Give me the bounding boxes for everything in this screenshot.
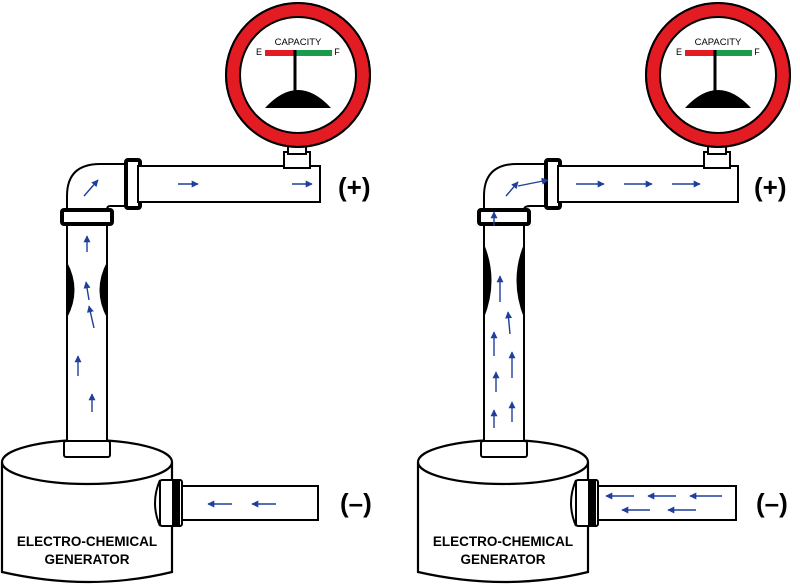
gauge-title-left: CAPACITY (275, 37, 322, 48)
flow-arrow-icon (83, 281, 91, 301)
top-pipe-right (557, 139, 739, 203)
gauge-empty-band (265, 50, 295, 56)
constriction-icon (516, 244, 524, 318)
gauge-empty-label-right: E (676, 47, 682, 57)
system-left: ELECTRO-CHEMICAL GENERATOR (0, 2, 372, 584)
system-right: ELECTRO-CHEMICAL GENERATOR (416, 2, 791, 584)
elbow-right (477, 158, 562, 226)
bottom-pipe-right (570, 479, 737, 527)
gauge-dial-base (265, 90, 331, 108)
flow-arrow-icon (517, 177, 549, 187)
gauge-full-band (295, 50, 332, 56)
bottom-pipe-left (154, 479, 319, 527)
capacity-gauge-right: CAPACITY E F (645, 2, 791, 148)
flow-arrow-icon (505, 181, 519, 197)
gauge-title-right: CAPACITY (695, 37, 742, 48)
flow-arrow-icon (86, 305, 95, 329)
generator-label-left-line2: GENERATOR (44, 552, 129, 567)
negative-terminal-right: (–) (756, 488, 788, 518)
flow-arrows-left (74, 179, 313, 508)
capacity-gauge-left: CAPACITY E F (225, 2, 371, 148)
constriction-icon (484, 244, 492, 318)
gauge-empty-label-left: E (256, 47, 262, 57)
gauge-empty-band (685, 50, 715, 56)
vertical-pipe-left (63, 217, 111, 458)
generator-label-right-line2: GENERATOR (460, 552, 545, 567)
constriction-icon (67, 262, 75, 318)
gauge-dial-base (685, 90, 751, 108)
gauge-full-label-left: F (334, 47, 340, 57)
generator-tank-right (416, 438, 590, 584)
flow-arrow-icon (505, 311, 513, 335)
positive-terminal-right: (+) (754, 172, 787, 202)
flow-arrows-right (490, 177, 722, 514)
constriction-icon (99, 262, 107, 318)
flow-arrow-icon (83, 179, 99, 197)
vertical-pipe-right (480, 217, 528, 458)
gauge-full-band (715, 50, 752, 56)
top-pipe-left (137, 139, 321, 203)
gauge-full-label-right: F (754, 47, 760, 57)
negative-terminal-left: (–) (340, 488, 372, 518)
positive-terminal-left: (+) (338, 172, 371, 202)
generator-label-right-line1: ELECTRO-CHEMICAL (433, 534, 573, 549)
elbow-left (60, 158, 142, 226)
generator-label-left-line1: ELECTRO-CHEMICAL (17, 534, 157, 549)
